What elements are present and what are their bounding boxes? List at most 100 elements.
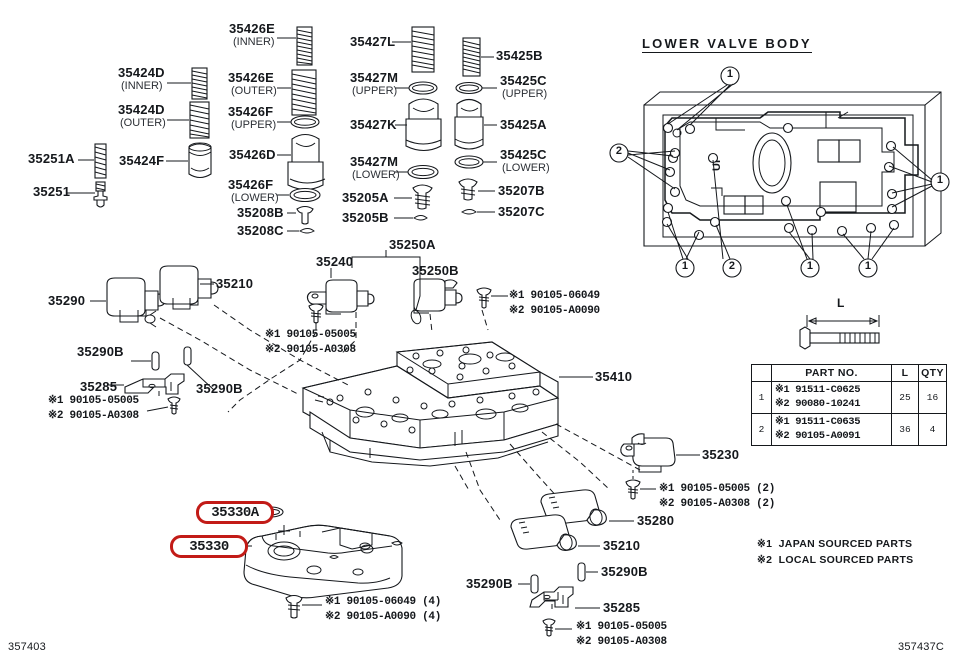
callout-35205b: 35205B (342, 210, 389, 225)
bolt-spec-35285-left-2: ※2 90105-A0308 (48, 410, 139, 422)
bolt-spec-oil-pan-2: ※2 90105-A0090 (4) (325, 611, 442, 623)
bolt-spec-oil-pan-1: ※1 90105-06049 (4) (325, 596, 442, 608)
part-35207c-ring (461, 209, 477, 215)
bolt-dimension-drawing (799, 315, 880, 350)
table-row: 2 ※1 91511-C0635 ※2 90105-A0091 36 4 (751, 413, 947, 446)
part-35208b-plug (296, 205, 314, 225)
document-id-left: 357403 (8, 641, 46, 653)
callout-35290b-right-1: 35290B (601, 564, 648, 579)
part-35424d-outer-spring (189, 101, 210, 139)
legend-japan-sourced: ※1 JAPAN SOURCED PARTS (757, 538, 913, 550)
part-35425a-plug (454, 98, 484, 150)
part-35425b-spring (462, 37, 481, 77)
part-no-line-2: ※2 90080-10241 (775, 397, 861, 410)
callout-35210-bottom: 35210 (603, 538, 641, 553)
part-35427k-plug (405, 98, 442, 152)
part-35207b-plug (458, 178, 478, 201)
highlight-35330a-label: 35330A (211, 504, 259, 521)
part-35426f-lower-oring (289, 187, 321, 203)
part-no-line-1: ※1 91511-C0625 (775, 384, 861, 397)
bolt-spec-center-top-2: ※2 90105-A0090 (509, 305, 600, 317)
valve-body-marker-1c: 1 (681, 260, 689, 272)
part-35290b-right-pin-1 (577, 562, 586, 582)
callout-35427l: 35427L (350, 34, 396, 49)
th-part-no: PART NO. (771, 364, 892, 382)
part-35290b-left-pin-1 (151, 351, 160, 371)
cell-part-no: ※1 91511-C0635 ※2 90105-A0091 (771, 413, 892, 446)
part-35251-valve (93, 181, 108, 208)
bolt-spec-center-top-1: ※1 90105-06049 (509, 290, 600, 302)
callout-35290b-left-2: 35290B (196, 381, 243, 396)
th-length: L (891, 364, 919, 382)
bolt-parts-table: PART NO. L QTY 1 ※1 91511-C0625 ※2 90080… (751, 364, 947, 446)
callout-35290-left: 35290 (48, 293, 86, 308)
part-35208c-ring (299, 228, 315, 234)
part-35424d-inner-spring (191, 67, 208, 100)
callout-35207b: 35207B (498, 183, 545, 198)
bolt-spec-35285-left-1: ※1 90105-05005 (48, 395, 139, 407)
part-35425c-lower-oring (454, 155, 484, 169)
highlight-35330[interactable]: 35330 (170, 535, 248, 558)
callout-35207c: 35207C (498, 204, 545, 219)
part-35285-left-bracket (124, 373, 185, 396)
table-row: 1 ※1 91511-C0625 ※2 90080-10241 25 16 (751, 381, 947, 414)
callout-35285-left: 35285 (80, 379, 118, 394)
part-35290b-left-pin-2 (183, 346, 215, 391)
lower-valve-body-illustration: UP (609, 66, 950, 278)
bolt-spec-35230-2: ※2 90105-A0308 (2) (659, 498, 776, 510)
callout-35426e-outer: 35426E (228, 70, 275, 85)
callout-35425c-upper-sub: (UPPER) (502, 88, 548, 100)
callout-35285-right: 35285 (603, 600, 641, 615)
callout-35426f-lower: 35426F (228, 177, 274, 192)
part-35285-right-bracket (529, 586, 574, 609)
callout-35426d: 35426D (229, 147, 276, 162)
legend-local-sourced: ※2 LOCAL SOURCED PARTS (757, 554, 914, 566)
cell-qty: 4 (918, 413, 947, 446)
part-35251a-spring (94, 143, 107, 179)
highlight-35330a[interactable]: 35330A (196, 501, 274, 524)
bolt-35230 (625, 479, 641, 500)
callout-35426f-upper-sub: (UPPER) (231, 119, 277, 131)
th-no (751, 364, 772, 382)
valve-body-marker-1a: 1 (726, 68, 734, 80)
valve-body-marker-2a: 2 (615, 145, 623, 157)
part-35290-solenoid (106, 277, 166, 328)
callout-35426f-upper: 35426F (228, 104, 274, 119)
callout-35427m-lower-sub: (LOWER) (352, 169, 400, 181)
part-no-line-1: ※1 91511-C0635 (775, 416, 861, 429)
callout-35290b-left-1: 35290B (77, 344, 124, 359)
callout-35290b-right-2: 35290B (466, 576, 513, 591)
callout-35424f: 35424F (119, 153, 165, 168)
callout-35425c-lower-sub: (LOWER) (502, 162, 550, 174)
part-35240-solenoid (306, 279, 375, 315)
bolt-oil-filter (285, 594, 303, 619)
part-35426e-outer-spring (291, 69, 317, 116)
callout-35426e-inner-sub: (INNER) (233, 36, 275, 48)
callout-35424d-inner: 35424D (118, 65, 165, 80)
callout-35424d-outer: 35424D (118, 102, 165, 117)
callout-35427k: 35427K (350, 117, 397, 132)
part-35424f-plug (188, 142, 212, 179)
part-35210-bottom-solenoid (510, 514, 577, 551)
part-35230-sensor (620, 433, 676, 473)
callout-35410: 35410 (595, 369, 633, 384)
highlight-35330-label: 35330 (189, 538, 229, 555)
cell-part-no: ※1 91511-C0625 ※2 90080-10241 (771, 381, 892, 414)
bolt-spec-35240-1: ※1 90105-05005 (265, 329, 356, 341)
part-35205b-ring (413, 215, 428, 221)
callout-35250a: 35250A (389, 237, 436, 252)
callout-35427m-lower: 35427M (350, 154, 399, 169)
bolt-spec-35230-1: ※1 90105-05005 (2) (659, 483, 776, 495)
callout-35205a: 35205A (342, 190, 389, 205)
valve-body-marker-1e: 1 (864, 260, 872, 272)
cell-qty: 16 (918, 381, 947, 414)
bolt-center-top (476, 287, 492, 309)
cell-no: 2 (751, 413, 772, 446)
part-35426f-upper-oring (290, 115, 320, 129)
part-35427m-upper-oring (408, 81, 438, 95)
valve-body-marker-1d: 1 (806, 260, 814, 272)
part-no-line-2: ※2 90105-A0091 (775, 429, 861, 442)
part-35425c-upper-oring (455, 81, 483, 95)
